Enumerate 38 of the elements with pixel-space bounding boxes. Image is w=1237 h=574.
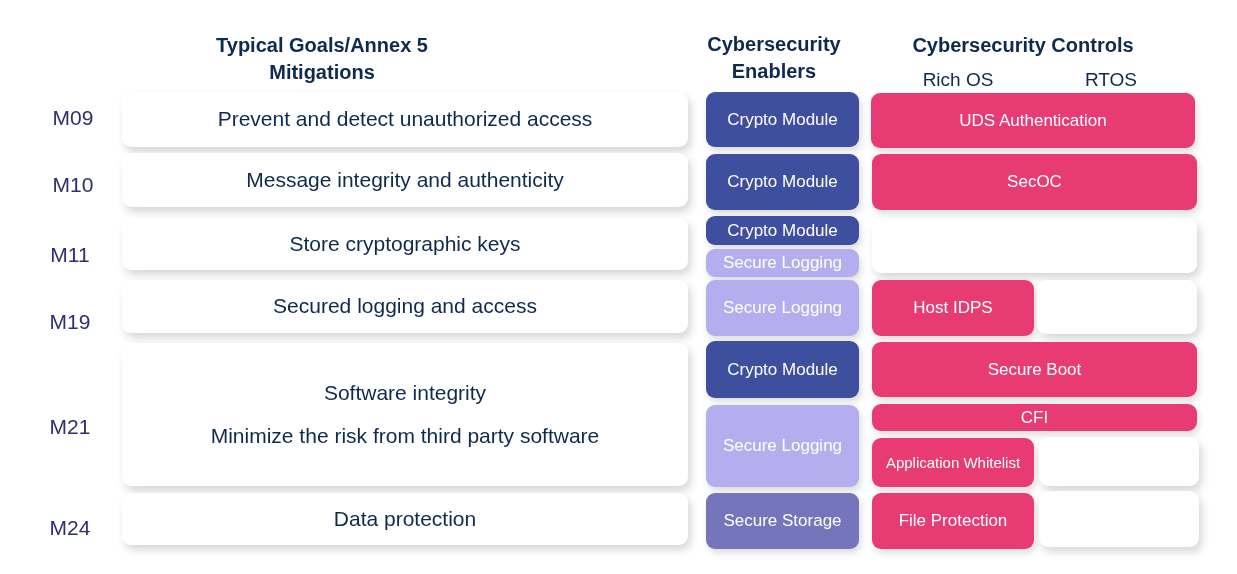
enabler-box: Crypto Module xyxy=(706,341,859,398)
blank-box xyxy=(1039,491,1199,547)
control-box: SecOC xyxy=(872,154,1197,210)
blank-box xyxy=(1039,437,1199,486)
subcolumn-heading: Rich OS xyxy=(921,69,995,91)
mitigation-code: M10 xyxy=(52,173,94,197)
mitigation-box: Secured logging and access xyxy=(122,280,688,333)
control-box: Secure Boot xyxy=(872,342,1197,397)
mitigation-code: M19 xyxy=(49,310,91,334)
mitigation-text: Software integrity xyxy=(323,380,487,405)
mitigation-code: M11 xyxy=(50,243,90,267)
mitigation-box: Message integrity and authenticity xyxy=(122,153,688,207)
mitigation-box: Prevent and detect unauthorized access xyxy=(122,92,688,147)
enabler-box: Secure Storage xyxy=(706,493,859,549)
control-box: File Protection xyxy=(872,493,1034,549)
enabler-box: Secure Logging xyxy=(706,280,859,336)
enabler-box: Secure Logging xyxy=(706,405,859,487)
control-box: UDS Authentication xyxy=(871,93,1195,148)
control-box: Host IDPS xyxy=(872,280,1034,336)
blank-box xyxy=(872,218,1197,273)
blank-box xyxy=(1037,280,1197,334)
mitigation-box xyxy=(122,343,688,486)
control-box: Application Whitelist xyxy=(872,438,1034,487)
enabler-box: Crypto Module xyxy=(706,216,859,245)
mitigation-code: M21 xyxy=(49,415,91,439)
column-heading: Typical Goals/Annex 5 Mitigations xyxy=(215,33,429,85)
mitigation-box: Store cryptographic keys xyxy=(122,218,688,270)
subcolumn-heading: RTOS xyxy=(1083,69,1139,91)
column-heading: Cybersecurity Enablers xyxy=(706,32,842,84)
enabler-box: Crypto Module xyxy=(706,154,859,210)
mitigation-code: M24 xyxy=(49,516,91,540)
mitigation-text: Minimize the risk from third party software xyxy=(210,424,600,449)
mitigation-code: M09 xyxy=(52,106,94,130)
mitigation-box: Data protection xyxy=(122,493,688,545)
enabler-box: Secure Logging xyxy=(706,249,859,277)
enabler-box: Crypto Module xyxy=(706,92,859,147)
control-box: CFI xyxy=(872,404,1197,431)
column-heading: Cybersecurity Controls xyxy=(911,32,1135,58)
